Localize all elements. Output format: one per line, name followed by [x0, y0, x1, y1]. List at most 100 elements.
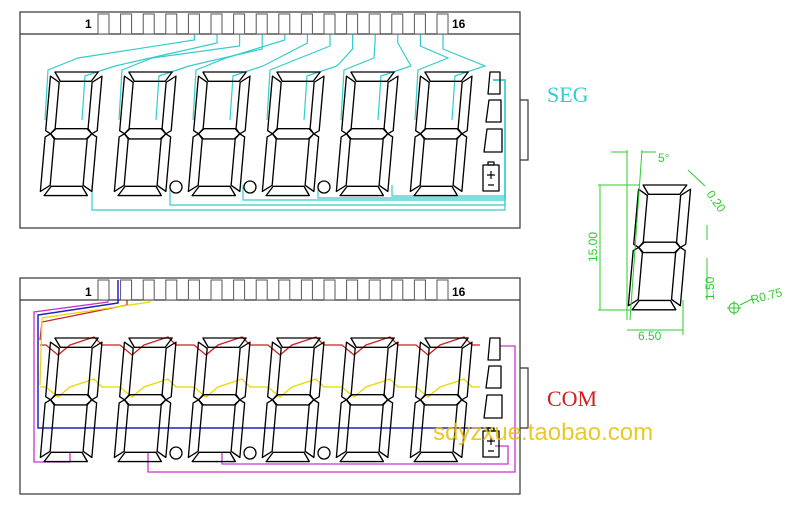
pin-16	[436, 279, 449, 301]
com-pin-first-label: 1	[85, 285, 92, 299]
segment-a	[350, 337, 395, 348]
segment-g	[419, 393, 463, 406]
segment-b	[457, 341, 473, 401]
segment-e	[39, 133, 55, 193]
pin-16	[436, 13, 449, 35]
segment-b	[309, 75, 325, 135]
watermark: sdyzxue.taobao.com	[433, 419, 653, 446]
battery-plus-minus-icon	[487, 171, 495, 186]
dim-dot-radius: R0.75	[749, 285, 784, 307]
segment-d	[265, 185, 311, 197]
decimal-point	[169, 446, 183, 460]
segment-a	[54, 71, 99, 82]
pin-7	[233, 279, 246, 301]
seg-bus-wire	[391, 79, 506, 197]
pin-9	[278, 279, 291, 301]
seven-segment-digit	[335, 337, 399, 463]
dimension-drawing: 15.00 5° 0.20 1.50 6.50 R0.75	[586, 149, 784, 343]
pin-5	[187, 13, 200, 35]
seg-label: SEG	[547, 82, 589, 107]
pin-4	[165, 279, 178, 301]
segment-a	[128, 71, 173, 82]
seven-segment-digit	[113, 71, 177, 197]
seven-segment-digit	[187, 337, 251, 463]
pin-8	[255, 279, 268, 301]
bar-indicator-3	[483, 394, 503, 419]
com1-wire	[40, 336, 480, 356]
segment-d	[43, 185, 89, 197]
pin-1	[97, 13, 110, 35]
segment-c	[230, 399, 246, 459]
segment-e	[113, 133, 129, 193]
seg-bus-wire	[91, 79, 506, 211]
segment-b	[309, 341, 325, 401]
pin-15	[413, 279, 426, 301]
pin-8	[255, 13, 268, 35]
segment-g	[49, 393, 93, 406]
pin-3	[142, 279, 155, 301]
com2-wire	[40, 378, 480, 398]
segment-d	[117, 451, 163, 463]
segment-b	[161, 341, 177, 401]
pin-3	[142, 13, 155, 35]
segment-d	[265, 451, 311, 463]
seven-segment-digit	[113, 337, 177, 463]
seven-segment-digit	[261, 337, 325, 463]
seven-segment-digit	[187, 71, 251, 197]
segment-c	[378, 133, 394, 193]
segment-c	[670, 246, 686, 307]
bar-indicator-3	[483, 128, 503, 153]
segment-a	[350, 71, 395, 82]
segment-a	[128, 337, 173, 348]
pin-13	[368, 279, 381, 301]
segment-d	[339, 451, 385, 463]
segment-a	[642, 184, 688, 196]
segment-d	[413, 451, 459, 463]
segment-g	[345, 393, 389, 406]
decimal-point	[169, 180, 183, 194]
decimal-point	[317, 446, 331, 460]
pin-12	[346, 13, 359, 35]
segment-g	[637, 241, 681, 254]
com4-wire	[221, 445, 509, 465]
com3-wire	[37, 280, 490, 429]
segment-g	[345, 127, 389, 140]
pin-7	[233, 13, 246, 35]
segment-d	[191, 185, 237, 197]
segment-a	[276, 71, 321, 82]
dim-gap: 0.20	[704, 188, 729, 215]
segment-c	[304, 399, 320, 459]
segment-d	[631, 299, 677, 311]
segment-b	[87, 75, 103, 135]
com-panel: 1 16 COM	[19, 277, 597, 495]
seg-panel: 1 16 SEG	[19, 11, 589, 229]
dimension-lines	[598, 149, 753, 335]
pin-14	[391, 13, 404, 35]
segment-b	[87, 341, 103, 401]
pin-13	[368, 13, 381, 35]
segment-e	[113, 399, 129, 459]
segment-c	[156, 133, 172, 193]
segment-b	[383, 75, 399, 135]
seven-segment-digit	[39, 71, 103, 197]
com-label: COM	[547, 386, 597, 411]
segment-c	[230, 133, 246, 193]
pin-11	[323, 279, 336, 301]
seg-pins	[97, 13, 449, 35]
segment-e	[409, 133, 425, 193]
seven-segment-digit	[39, 337, 103, 463]
segment-c	[378, 399, 394, 459]
pin-2	[120, 279, 133, 301]
battery-terminal	[487, 427, 495, 432]
decimal-point	[243, 180, 257, 194]
segment-e	[335, 133, 351, 193]
com-pins	[97, 279, 449, 301]
seg-pin-first-label: 1	[85, 17, 92, 31]
pin-4	[165, 13, 178, 35]
bar-indicator-2	[485, 365, 502, 389]
bar-indicator-1	[487, 71, 501, 95]
segment-d	[339, 185, 385, 197]
segment-a	[202, 71, 247, 82]
segment-d	[191, 451, 237, 463]
pin-10	[300, 279, 313, 301]
